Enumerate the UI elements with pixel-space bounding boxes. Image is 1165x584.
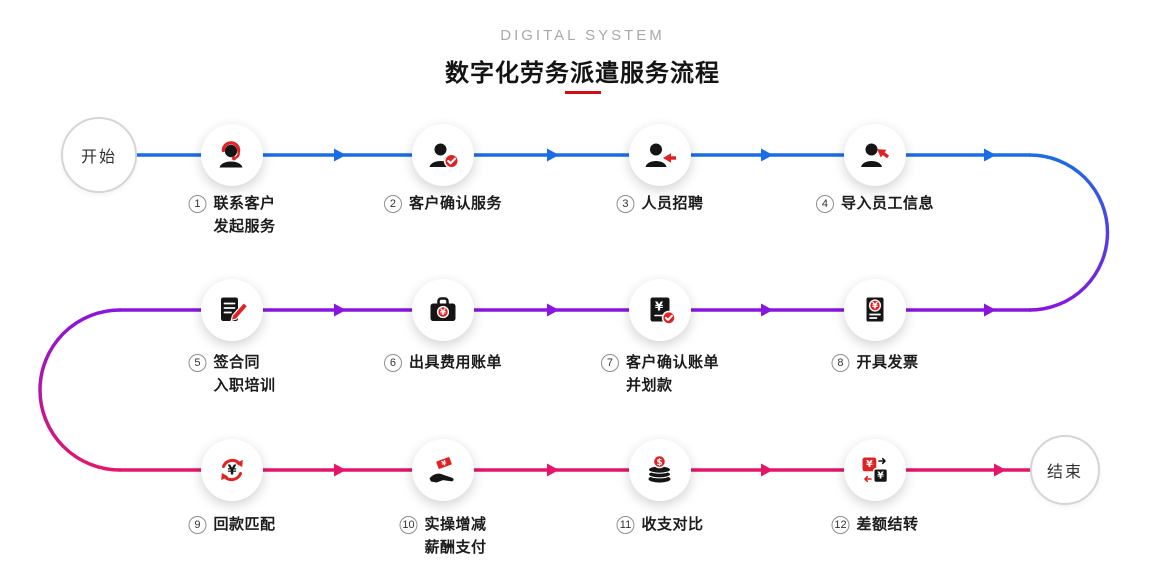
- eyebrow-text: DIGITAL SYSTEM: [500, 27, 665, 44]
- step-11-node: $: [629, 439, 691, 501]
- step-10-node: ¥: [412, 439, 474, 501]
- step-text: 联系客户 发起服务: [213, 195, 276, 235]
- flow-arrow: [984, 303, 996, 317]
- step-2-label: 2 客户确认服务: [383, 193, 503, 216]
- step-5-node: [201, 279, 263, 341]
- step-number: 3: [616, 195, 635, 213]
- flow-curve-right: [1028, 153, 1110, 312]
- step-5-label: 5 签合同 入职培训: [188, 352, 275, 397]
- income-compare-icon: $: [648, 454, 671, 483]
- title-underline: [564, 91, 601, 94]
- step-number: 7: [600, 354, 619, 372]
- step-7-node: ¥: [629, 279, 691, 341]
- person-import-icon: [861, 143, 890, 167]
- step-4-node: [844, 124, 906, 186]
- step-number: 1: [188, 195, 207, 213]
- svg-text:¥: ¥: [866, 459, 873, 470]
- step-3-node: [629, 124, 691, 186]
- step-text: 导入员工信息: [840, 195, 935, 212]
- flow-arrow: [994, 463, 1006, 477]
- step-number: 8: [831, 354, 850, 372]
- svg-text:¥: ¥: [655, 300, 664, 314]
- contract-sign-icon: [221, 297, 249, 322]
- svg-text:$: $: [656, 458, 662, 468]
- payment-match-icon: ¥: [221, 458, 243, 482]
- step-number: 4: [815, 195, 834, 213]
- svg-text:¥: ¥: [227, 464, 236, 479]
- step-8-node: ¥: [844, 279, 906, 341]
- step-6-label: 6 出具费用账单: [383, 352, 503, 375]
- step-11-label: 11 收支对比: [616, 514, 703, 537]
- step-3-label: 3 人员招聘: [616, 193, 703, 216]
- step-10-label: 10 实操增减 薪酬支付: [399, 514, 486, 559]
- step-number: 10: [399, 516, 418, 534]
- start-label: 开始: [80, 149, 117, 166]
- step-number: 6: [383, 354, 402, 372]
- step-2-node: [412, 124, 474, 186]
- step-text: 回款匹配: [213, 516, 276, 533]
- person-recruit-icon: [645, 143, 676, 167]
- billing-case-icon: ¥: [430, 297, 456, 321]
- invoice-icon: ¥: [866, 297, 884, 322]
- step-number: 5: [188, 354, 207, 372]
- step-9-node: ¥: [201, 439, 263, 501]
- svg-text:¥: ¥: [877, 470, 884, 481]
- flow-arrow: [547, 463, 559, 477]
- step-9-label: 9 回款匹配: [188, 514, 275, 537]
- step-text: 客户确认账单 并划款: [625, 354, 720, 394]
- flow-arrow: [761, 463, 773, 477]
- person-check-icon: [429, 143, 460, 169]
- step-text: 出具费用账单: [408, 354, 503, 371]
- bill-confirm-icon: ¥: [650, 297, 676, 325]
- step-12-node: ¥ ¥: [844, 439, 906, 501]
- flow-arrow: [547, 303, 559, 317]
- step-7-label: 7 客户确认账单 并划款: [600, 352, 720, 397]
- customer-service-icon: [219, 141, 243, 168]
- page-title: 数字化劳务派遣服务流程: [445, 60, 720, 87]
- svg-text:¥: ¥: [440, 459, 447, 468]
- flow-arrow: [334, 148, 346, 162]
- flow-arrow: [984, 148, 996, 162]
- flow-arrow: [334, 463, 346, 477]
- flow-arrow: [547, 148, 559, 162]
- step-4-label: 4 导入员工信息: [815, 193, 935, 216]
- step-8-label: 8 开具发票: [831, 352, 918, 375]
- step-number: 2: [383, 195, 402, 213]
- step-text: 开具发票: [856, 354, 919, 371]
- balance-transfer-icon: ¥ ¥: [862, 457, 889, 484]
- step-text: 差额结转: [856, 516, 919, 533]
- flow-curve-left: [38, 308, 122, 472]
- step-text: 客户确认服务: [408, 195, 503, 212]
- step-text: 实操增减 薪酬支付: [424, 516, 487, 556]
- end-terminal: 结束: [1030, 435, 1100, 505]
- step-text: 收支对比: [641, 516, 704, 533]
- flow-arrow: [334, 303, 346, 317]
- start-terminal: 开始: [61, 117, 137, 193]
- step-1-label: 1 联系客户 发起服务: [188, 193, 275, 238]
- step-6-node: ¥: [412, 279, 474, 341]
- step-number: 12: [831, 516, 850, 534]
- step-text: 人员招聘: [641, 195, 704, 212]
- svg-text:¥: ¥: [872, 302, 878, 312]
- salary-pay-icon: ¥: [429, 456, 454, 483]
- end-label: 结束: [1046, 464, 1083, 481]
- step-1-node: [201, 124, 263, 186]
- step-number: 11: [616, 516, 635, 534]
- step-12-label: 12 差额结转: [831, 514, 918, 537]
- flow-arrow: [761, 303, 773, 317]
- svg-text:¥: ¥: [440, 308, 446, 318]
- flow-arrow: [761, 148, 773, 162]
- step-text: 签合同 入职培训: [213, 354, 276, 394]
- step-number: 9: [188, 516, 207, 534]
